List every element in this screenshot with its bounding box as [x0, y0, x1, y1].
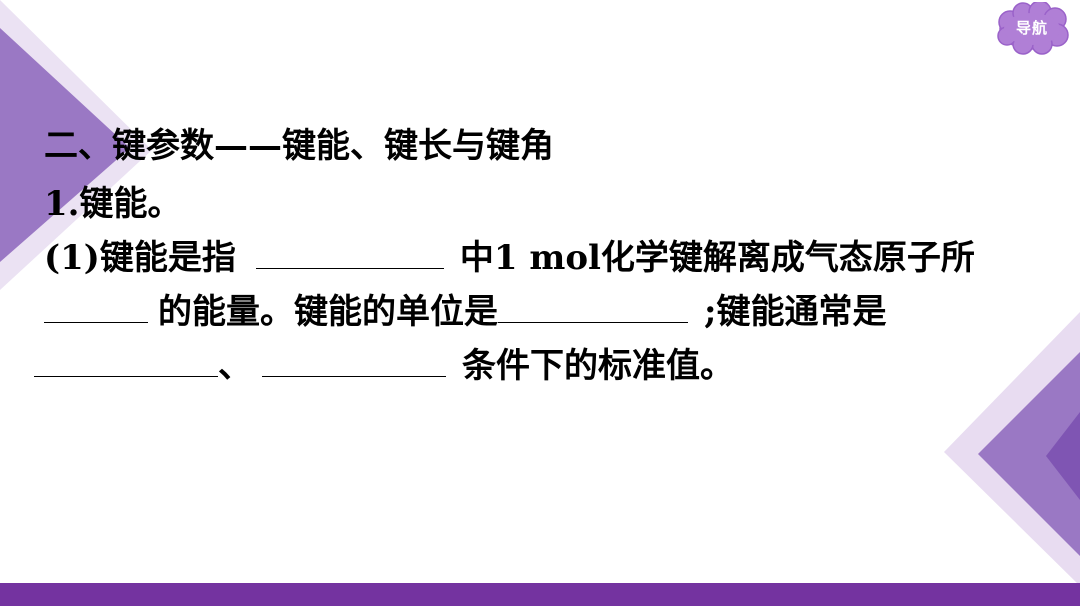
bottom-right-dark-triangle [1046, 412, 1080, 500]
text-line-2: (1)键能是指 中1 mol化学键解离成气态原子所 [44, 238, 975, 278]
line-2-text-b: 中1 mol化学键解离成气态原子所 [459, 238, 975, 278]
text-line-4: 、 条件下的标准值。 [34, 346, 734, 386]
line-3-text-a: 的能量。键能的单位是 [158, 292, 498, 332]
line-4-text-b: 条件下的标准值。 [462, 346, 734, 386]
blank-2[interactable] [44, 296, 148, 323]
line-3-text-b: ;键能通常是 [704, 292, 887, 332]
line-4-text-a: 、 [218, 346, 252, 386]
nav-cloud-icon [997, 2, 1069, 55]
line-2-text-a: (1)键能是指 [44, 238, 236, 278]
top-left-purple-triangle [0, 28, 130, 262]
nav-label: 导航 [1015, 19, 1048, 37]
section-heading: 二、键参数——键能、键长与键角 [44, 126, 554, 166]
bottom-bar [0, 583, 1080, 606]
item-1-title: 1.键能。 [44, 184, 182, 224]
nav-button[interactable]: 导航 [996, 2, 1080, 58]
blank-4[interactable] [34, 350, 218, 377]
blank-3[interactable] [498, 296, 688, 323]
bottom-right-purple-triangle [978, 352, 1080, 556]
blank-1[interactable] [255, 242, 444, 269]
blank-5[interactable] [262, 350, 446, 377]
text-line-3: 的能量。键能的单位是 ;键能通常是 [44, 292, 887, 332]
